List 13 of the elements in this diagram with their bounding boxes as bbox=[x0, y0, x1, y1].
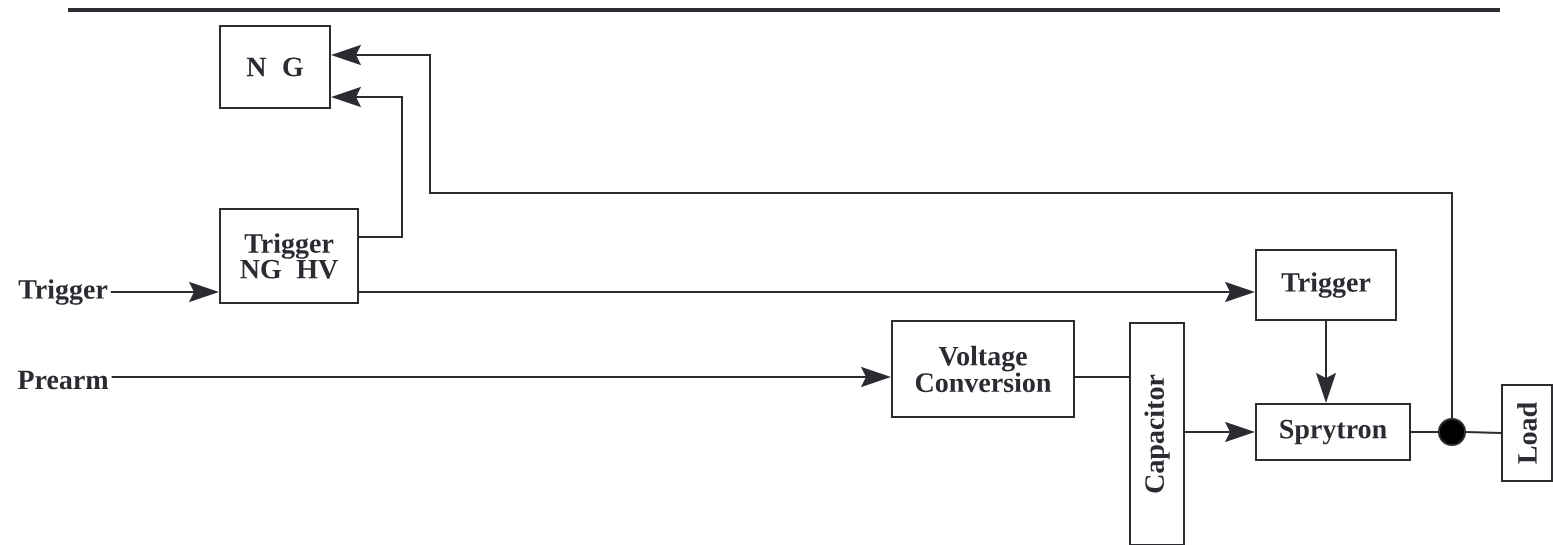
process-box: Capacitor bbox=[1129, 322, 1185, 545]
process-box: Trigger NG HV bbox=[219, 208, 359, 304]
connector-line bbox=[1410, 431, 1439, 433]
junction-dot bbox=[1438, 418, 1466, 446]
connector-line bbox=[1465, 431, 1502, 434]
connector-line bbox=[1074, 376, 1130, 378]
process-box: Trigger bbox=[1255, 249, 1397, 321]
process-box: N G bbox=[219, 25, 331, 109]
input-label: Prearm bbox=[17, 370, 109, 390]
process-box: Voltage Conversion bbox=[891, 320, 1075, 418]
input-label: Trigger bbox=[18, 279, 108, 305]
process-box: Sprytron bbox=[1255, 403, 1411, 461]
process-box: Load bbox=[1501, 384, 1553, 482]
